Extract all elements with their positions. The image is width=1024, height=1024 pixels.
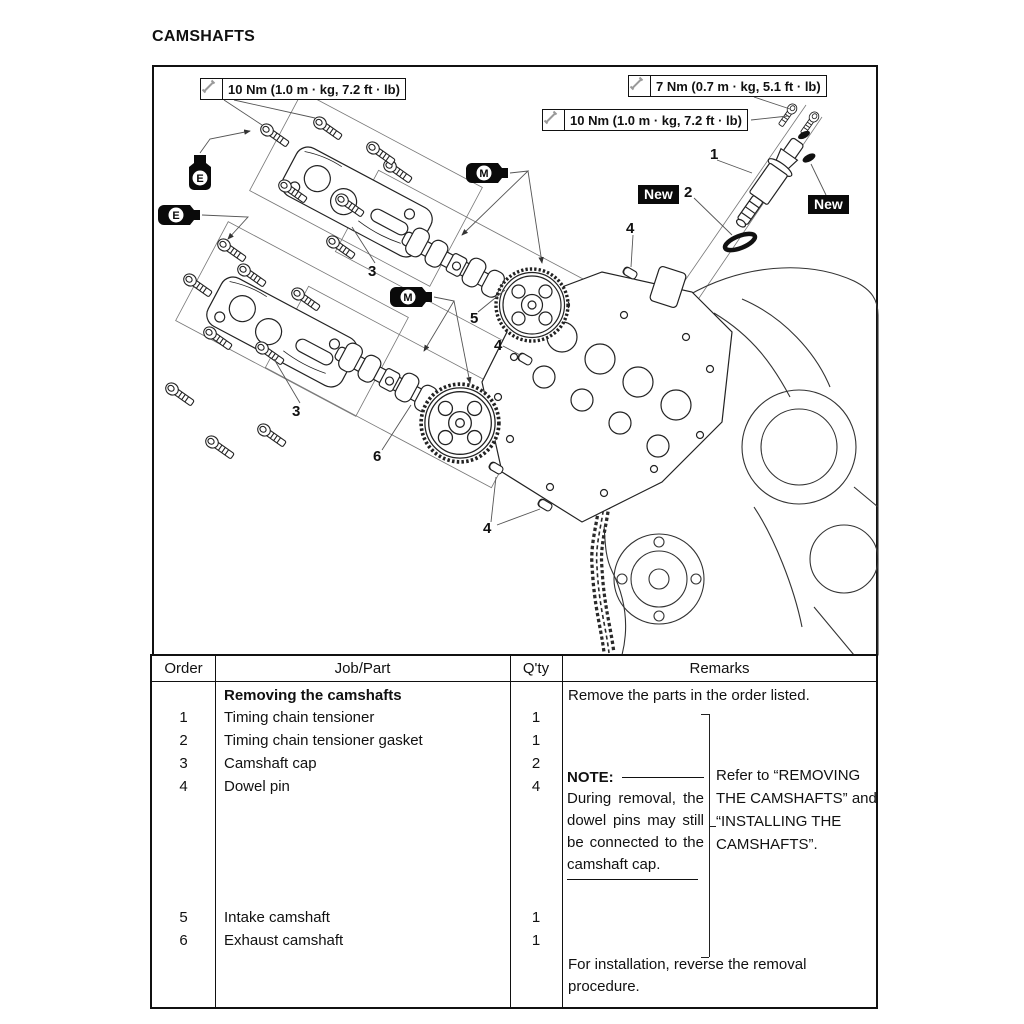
order-cell: 6 [179, 932, 188, 949]
torque-callout-box-2: 7 Nm (0.7 m · kg, 5.1 ft · lb) [628, 75, 827, 97]
qty-cell: 1 [531, 932, 541, 949]
svg-text:M: M [403, 292, 412, 304]
job-cell: Camshaft cap [224, 755, 317, 772]
tensioner-gasket-art [722, 231, 758, 253]
bracket-tick [709, 826, 716, 827]
remarks-bracket [709, 714, 710, 957]
note-rule [567, 879, 698, 880]
bracket-tick [701, 714, 709, 715]
header-job: Job/Part [334, 660, 391, 677]
header-order: Order [164, 660, 203, 677]
callout-4b: 4 [494, 337, 503, 354]
svg-text:E: E [172, 210, 179, 222]
header-remarks: Remarks [689, 660, 750, 677]
oil-symbol-E-upright: E [189, 155, 211, 190]
moly-symbol-M-1: M [466, 163, 508, 183]
callout-4c: 4 [483, 520, 492, 537]
table-header: Order Job/Part Q'ty Remarks [152, 656, 876, 682]
torque-callout-box-3: 10 Nm (1.0 m · kg, 7.2 ft · lb) [542, 109, 748, 131]
torque-value: 10 Nm (1.0 m · kg, 7.2 ft · lb) [228, 82, 400, 97]
table-divider [510, 656, 511, 1007]
qty-cell: 1 [531, 709, 541, 726]
svg-text:E: E [196, 173, 203, 185]
svg-text:M: M [479, 168, 488, 180]
note-rule [621, 777, 704, 778]
exploded-diagram-panel: E E M M [152, 65, 879, 656]
order-cell: 4 [179, 778, 188, 795]
section-title: Removing the camshafts [224, 687, 402, 704]
tensioner-art [735, 137, 804, 228]
job-cell: Intake camshaft [224, 909, 330, 926]
wrench-icon [629, 76, 651, 96]
page-title: CAMSHAFTS [152, 28, 256, 45]
washer-art [798, 130, 810, 140]
oring-art [802, 153, 816, 163]
table-divider [215, 656, 216, 1007]
order-cell: 3 [179, 755, 188, 772]
moly-symbol-M-2: M [390, 287, 432, 307]
qty-cell: 1 [531, 909, 541, 926]
wrench-icon [201, 79, 223, 99]
qty-cell: 2 [531, 755, 541, 772]
torque-callout-box-1: 10 Nm (1.0 m · kg, 7.2 ft · lb) [200, 78, 406, 100]
exploded-diagram-art: E E M M [158, 91, 879, 656]
qty-cell: 1 [531, 732, 541, 749]
leader-lines [199, 96, 827, 526]
new-part-tag: New [808, 195, 849, 214]
order-cell: 1 [179, 709, 188, 726]
callout-3a: 3 [368, 263, 377, 280]
camshaft-cap-lower-art [201, 271, 363, 393]
oil-symbol-E-side: E [158, 205, 200, 225]
order-cell: 5 [179, 909, 188, 926]
section-remark: Remove the parts in the order listed. [568, 687, 810, 704]
order-cell: 2 [179, 732, 188, 749]
installation-remark: For installation, reverse the removal pr… [568, 956, 807, 995]
job-cell: Timing chain tensioner [224, 709, 375, 726]
table-divider [562, 656, 563, 1007]
exhaust-sprocket-art [419, 382, 501, 464]
intake-sprocket-art [494, 267, 570, 343]
job-cell: Exhaust camshaft [224, 932, 344, 949]
job-cell: Timing chain tensioner gasket [224, 732, 423, 749]
note-label: NOTE: [567, 769, 614, 786]
callout-1: 1 [710, 146, 719, 163]
callout-4a: 4 [626, 220, 635, 237]
job-cell: Dowel pin [224, 778, 290, 795]
refer-remark: Refer to “REMOVING THE CAMSHAFTS” and “I… [716, 767, 877, 853]
wrench-icon [543, 110, 565, 130]
note-block: NOTE: During removal, the dowel pins may… [567, 769, 704, 880]
callout-6: 6 [373, 448, 382, 465]
parts-table: Order Job/Part Q'ty Remarks Removing the… [150, 654, 878, 1009]
callout-5: 5 [470, 310, 479, 327]
callout-2: 2 [684, 184, 693, 201]
torque-value: 10 Nm (1.0 m · kg, 7.2 ft · lb) [570, 113, 742, 128]
callout-3b: 3 [292, 403, 301, 420]
header-qty: Q'ty [522, 660, 550, 677]
torque-value: 7 Nm (0.7 m · kg, 5.1 ft · lb) [656, 79, 821, 94]
qty-cell: 4 [531, 778, 541, 795]
bracket-tick [701, 957, 709, 958]
note-text: During removal, the dowel pins may still… [567, 790, 704, 873]
new-part-tag: New [638, 185, 679, 204]
